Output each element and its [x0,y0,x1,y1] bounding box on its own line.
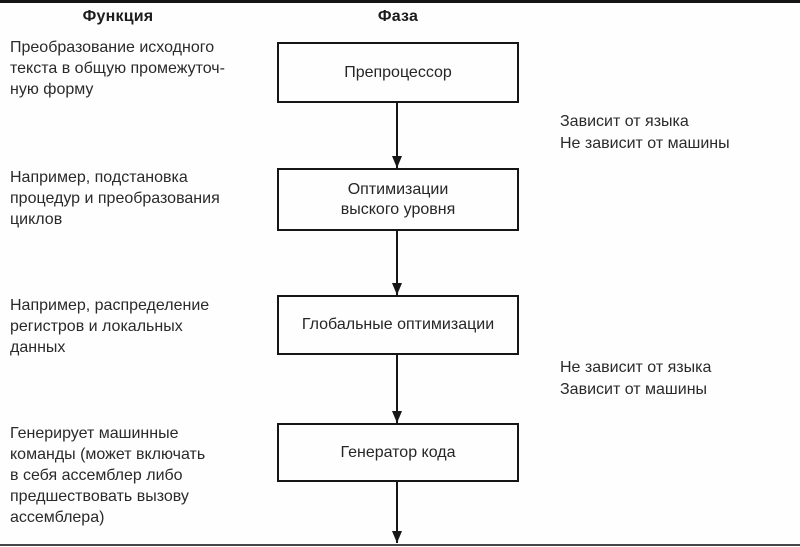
flow-box-preprocessor: Препроцессор [277,42,519,103]
column-header-phase: Фаза [377,8,419,25]
flow-arrow-4 [392,482,402,543]
side-note-language-dependent: Зависит от языка Не зависит от машины [560,113,730,152]
side-note-machine-dependent: Не зависит от языка Зависит от машины [560,359,712,398]
flow-box-code-generator: Генератор кода [277,423,519,482]
arrowhead-down-icon [392,411,402,423]
flow-box-high-level-optimizations: Оптимизации выского уровня [277,168,519,231]
flow-arrow-1 [392,103,402,168]
arrow-shaft [396,355,398,423]
bottom-rule [0,544,800,546]
function-note-preprocessor: Преобразование исходного текста в общую … [10,39,225,98]
function-note-global-opt: Например, распределение регистров и лока… [10,297,210,356]
arrow-shaft [396,482,398,543]
top-rule [0,0,800,3]
arrowhead-down-icon [392,531,402,543]
function-note-high-level-opt: Например, подстановка процедур и преобра… [10,169,220,228]
arrow-shaft [396,103,398,168]
flow-arrow-2 [392,231,402,295]
column-header-function: Функция [82,8,154,25]
function-note-code-generator: Генерирует машинные команды (может включ… [10,425,206,526]
arrowhead-down-icon [392,283,402,295]
arrowhead-down-icon [392,156,402,168]
flow-box-global-optimizations: Глобальные оптимизации [277,295,519,355]
flow-arrow-3 [392,355,402,423]
arrow-shaft [396,231,398,295]
